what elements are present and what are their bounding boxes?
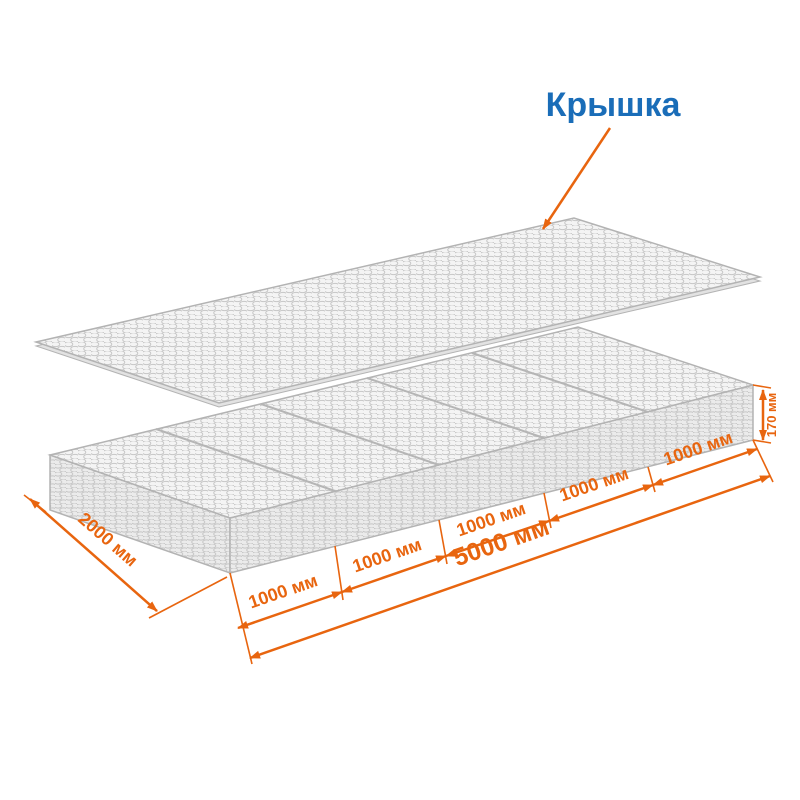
cell-divider-3 — [366, 377, 545, 439]
height-extension-top — [752, 384, 772, 389]
total-length-dimension-line — [249, 474, 771, 660]
segment-label-2: 1000 мм — [350, 534, 424, 576]
height-dimension-label: 170 мм — [764, 393, 779, 438]
segment-extension-4 — [647, 466, 656, 493]
lid-mesh-panel — [33, 217, 763, 408]
segment-extension-0 — [229, 572, 253, 665]
width-extension-line-end — [148, 576, 228, 619]
cell-divider-4 — [471, 352, 649, 413]
height-dimension: 170 мм — [752, 384, 779, 444]
height-extension-bottom — [752, 439, 772, 444]
lid-callout: Крышка — [541, 86, 682, 230]
lid-label: Крышка — [546, 86, 682, 124]
cell-divider-2 — [260, 403, 440, 466]
width-dimension-line — [29, 498, 158, 612]
segment-label-1: 1000 мм — [246, 570, 320, 612]
lid-mesh-surface — [33, 217, 763, 404]
segment-extension-5 — [752, 439, 774, 483]
lid-leader-line — [541, 127, 612, 230]
